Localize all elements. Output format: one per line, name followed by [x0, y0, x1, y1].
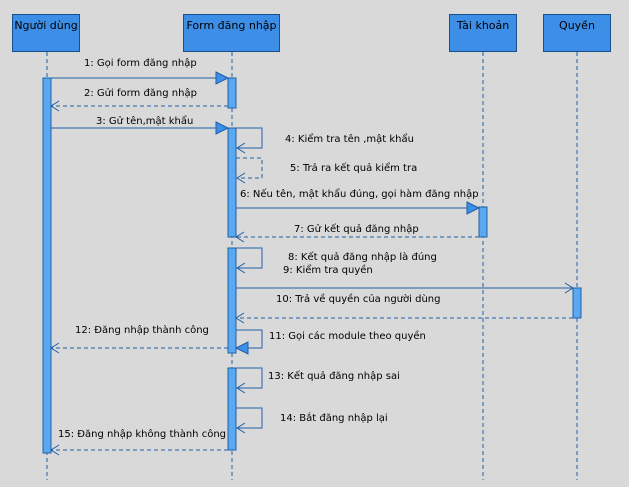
activation-bar-6 [572, 287, 582, 319]
lifeline-role-label: Quyền [559, 19, 595, 32]
self-message-8 [236, 247, 263, 269]
message-label-15: 15: Đăng nhập không thành công [58, 429, 226, 440]
arrowhead-7 [235, 231, 245, 243]
arrowhead-15 [50, 444, 60, 456]
self-message-4 [236, 127, 263, 149]
arrowhead-12 [50, 342, 60, 354]
lifeline-role-box: Quyền [543, 14, 611, 52]
self-message-11 [236, 329, 263, 349]
lifeline-account-box: Tài khoản [449, 14, 517, 52]
message-label-11: 11: Gọi các module theo quyền [269, 331, 426, 342]
message-label-3: 3: Gử tên,mật khẩu [96, 116, 194, 127]
arrowhead-6 [466, 201, 481, 215]
activation-bar-4 [478, 206, 488, 238]
self-message-14 [236, 407, 263, 429]
lifeline-user-box: Người dùng [12, 14, 80, 52]
arrowhead-10 [235, 312, 245, 324]
lifeline-form-box: Form đăng nhập [183, 14, 280, 52]
arrowhead-5 [236, 172, 246, 184]
message-label-9: 9: Kiểm tra quyền [283, 265, 373, 276]
message-label-14: 14: Bắt đăng nhập lại [280, 413, 388, 424]
lifeline-form-label: Form đăng nhập [186, 19, 277, 32]
message-label-2: 2: Gửi form đăng nhập [84, 88, 197, 99]
activation-bar-3 [227, 127, 237, 238]
arrowhead-13 [236, 382, 246, 394]
message-label-6: 6: Nếu tên, mật khẩu đúng, gọi hàm đăng … [240, 189, 479, 200]
arrowhead-14 [236, 422, 246, 434]
message-label-4: 4: Kiểm tra tên ,mật khẩu [285, 134, 414, 145]
activation-bar-7 [227, 367, 237, 451]
arrowhead-9 [564, 282, 574, 294]
arrowhead-2 [50, 100, 60, 112]
arrowhead-8 [236, 262, 246, 274]
message-label-1: 1: Gọi form đăng nhập [84, 58, 197, 69]
self-message-13 [236, 367, 263, 389]
lifeline-user-label: Người dùng [14, 19, 78, 32]
lifeline-account-label: Tài khoản [456, 19, 510, 32]
message-label-13: 13: Kết quả đăng nhập sai [268, 371, 400, 382]
message-label-5: 5: Trả ra kết quả kiểm tra [290, 163, 418, 174]
activation-bar-2 [227, 77, 237, 109]
self-message-5 [236, 157, 263, 179]
message-label-8: 8: Kết quả đăng nhập là đúng [288, 252, 437, 263]
message-label-7: 7: Gử kết quả đăng nhập [294, 224, 419, 235]
message-label-12: 12: Đăng nhập thành công [75, 325, 209, 336]
arrowhead-11 [234, 341, 249, 355]
arrowhead-3 [215, 121, 230, 135]
arrowhead-4 [236, 142, 246, 154]
arrowhead-1 [215, 71, 230, 85]
message-label-10: 10: Trả về quyền của người dùng [276, 294, 441, 305]
activation-bar-1 [42, 77, 52, 454]
activation-bar-5 [227, 247, 237, 354]
